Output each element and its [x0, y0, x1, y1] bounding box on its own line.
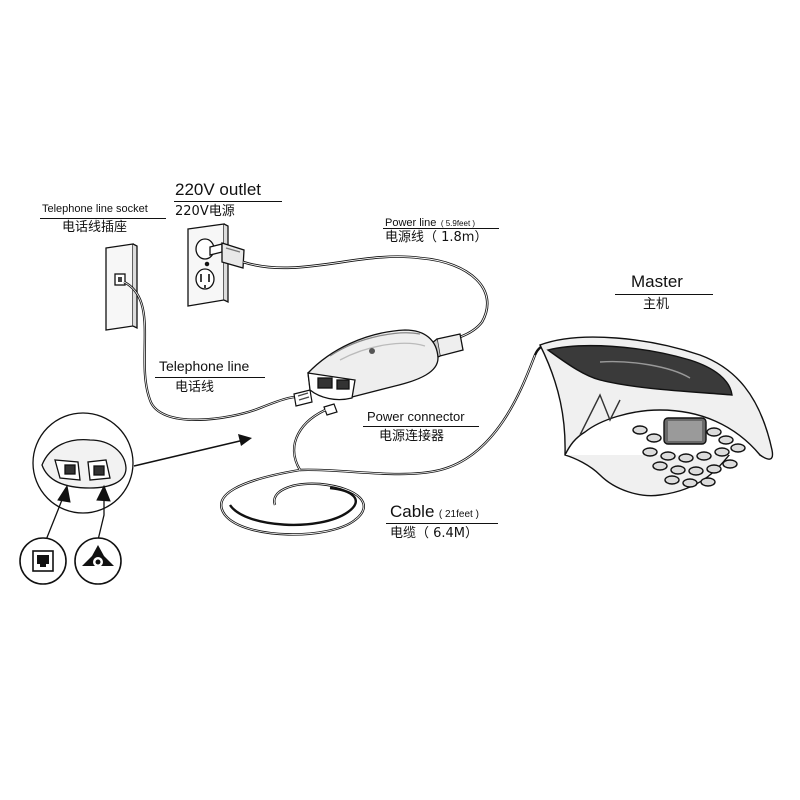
- telline-label-zh: 电话线: [175, 380, 215, 395]
- socket-label-zh: 电话线插座: [62, 220, 128, 235]
- outlet-rule: [174, 201, 282, 202]
- power-port-icon: [74, 537, 122, 585]
- socket-rule: [40, 218, 166, 219]
- outlet-label-zh: 220V电源: [175, 204, 235, 219]
- conference-phone-icon: [539, 336, 774, 497]
- cable-label-zh: 电缆（ 6.4M）: [390, 526, 479, 541]
- phone-jack-port-icon: [19, 537, 67, 585]
- powerline-label-zh: 电源线（ 1.8m）: [385, 230, 488, 245]
- master-label-en: Master: [631, 272, 683, 291]
- powerline-label-spec: ( 5.9feet ): [440, 219, 476, 228]
- outlet-label-en: 220V outlet: [175, 180, 262, 199]
- wall-outlet-icon: [187, 223, 229, 307]
- telline-label-en: Telephone line: [159, 358, 250, 374]
- master-rule: [615, 294, 713, 295]
- powerconn-label-en: Power connector: [367, 409, 465, 424]
- telline-rule: [155, 377, 265, 378]
- master-label-zh: 主机: [643, 297, 670, 312]
- port-pointer-arrows: [45, 484, 111, 541]
- powerconn-label-zh: 电源连接器: [379, 429, 445, 444]
- adapter-detail-callout: [32, 412, 134, 514]
- telephone-line: [123, 280, 306, 421]
- powerline-label-en: Power line ( 5.9feet ): [385, 214, 475, 230]
- power-plug-icon: [209, 242, 245, 269]
- callout-arrow: [133, 434, 252, 467]
- cable-rule: [386, 523, 498, 524]
- cable-label-en: Cable ( 21feet ): [390, 503, 479, 521]
- rj11-plug-icon: [293, 389, 313, 407]
- cable-label-spec: ( 21feet ): [438, 509, 479, 520]
- power-adapter-icon: [307, 329, 439, 401]
- socket-label-en: Telephone line socket: [42, 203, 148, 215]
- powerline-label-main: Power line: [385, 217, 437, 229]
- power-line: [242, 255, 489, 339]
- powerline-rule: [383, 228, 499, 229]
- powerconn-rule: [363, 426, 479, 427]
- telephone-socket-icon: [105, 243, 138, 331]
- cable-label-main: Cable: [390, 502, 435, 521]
